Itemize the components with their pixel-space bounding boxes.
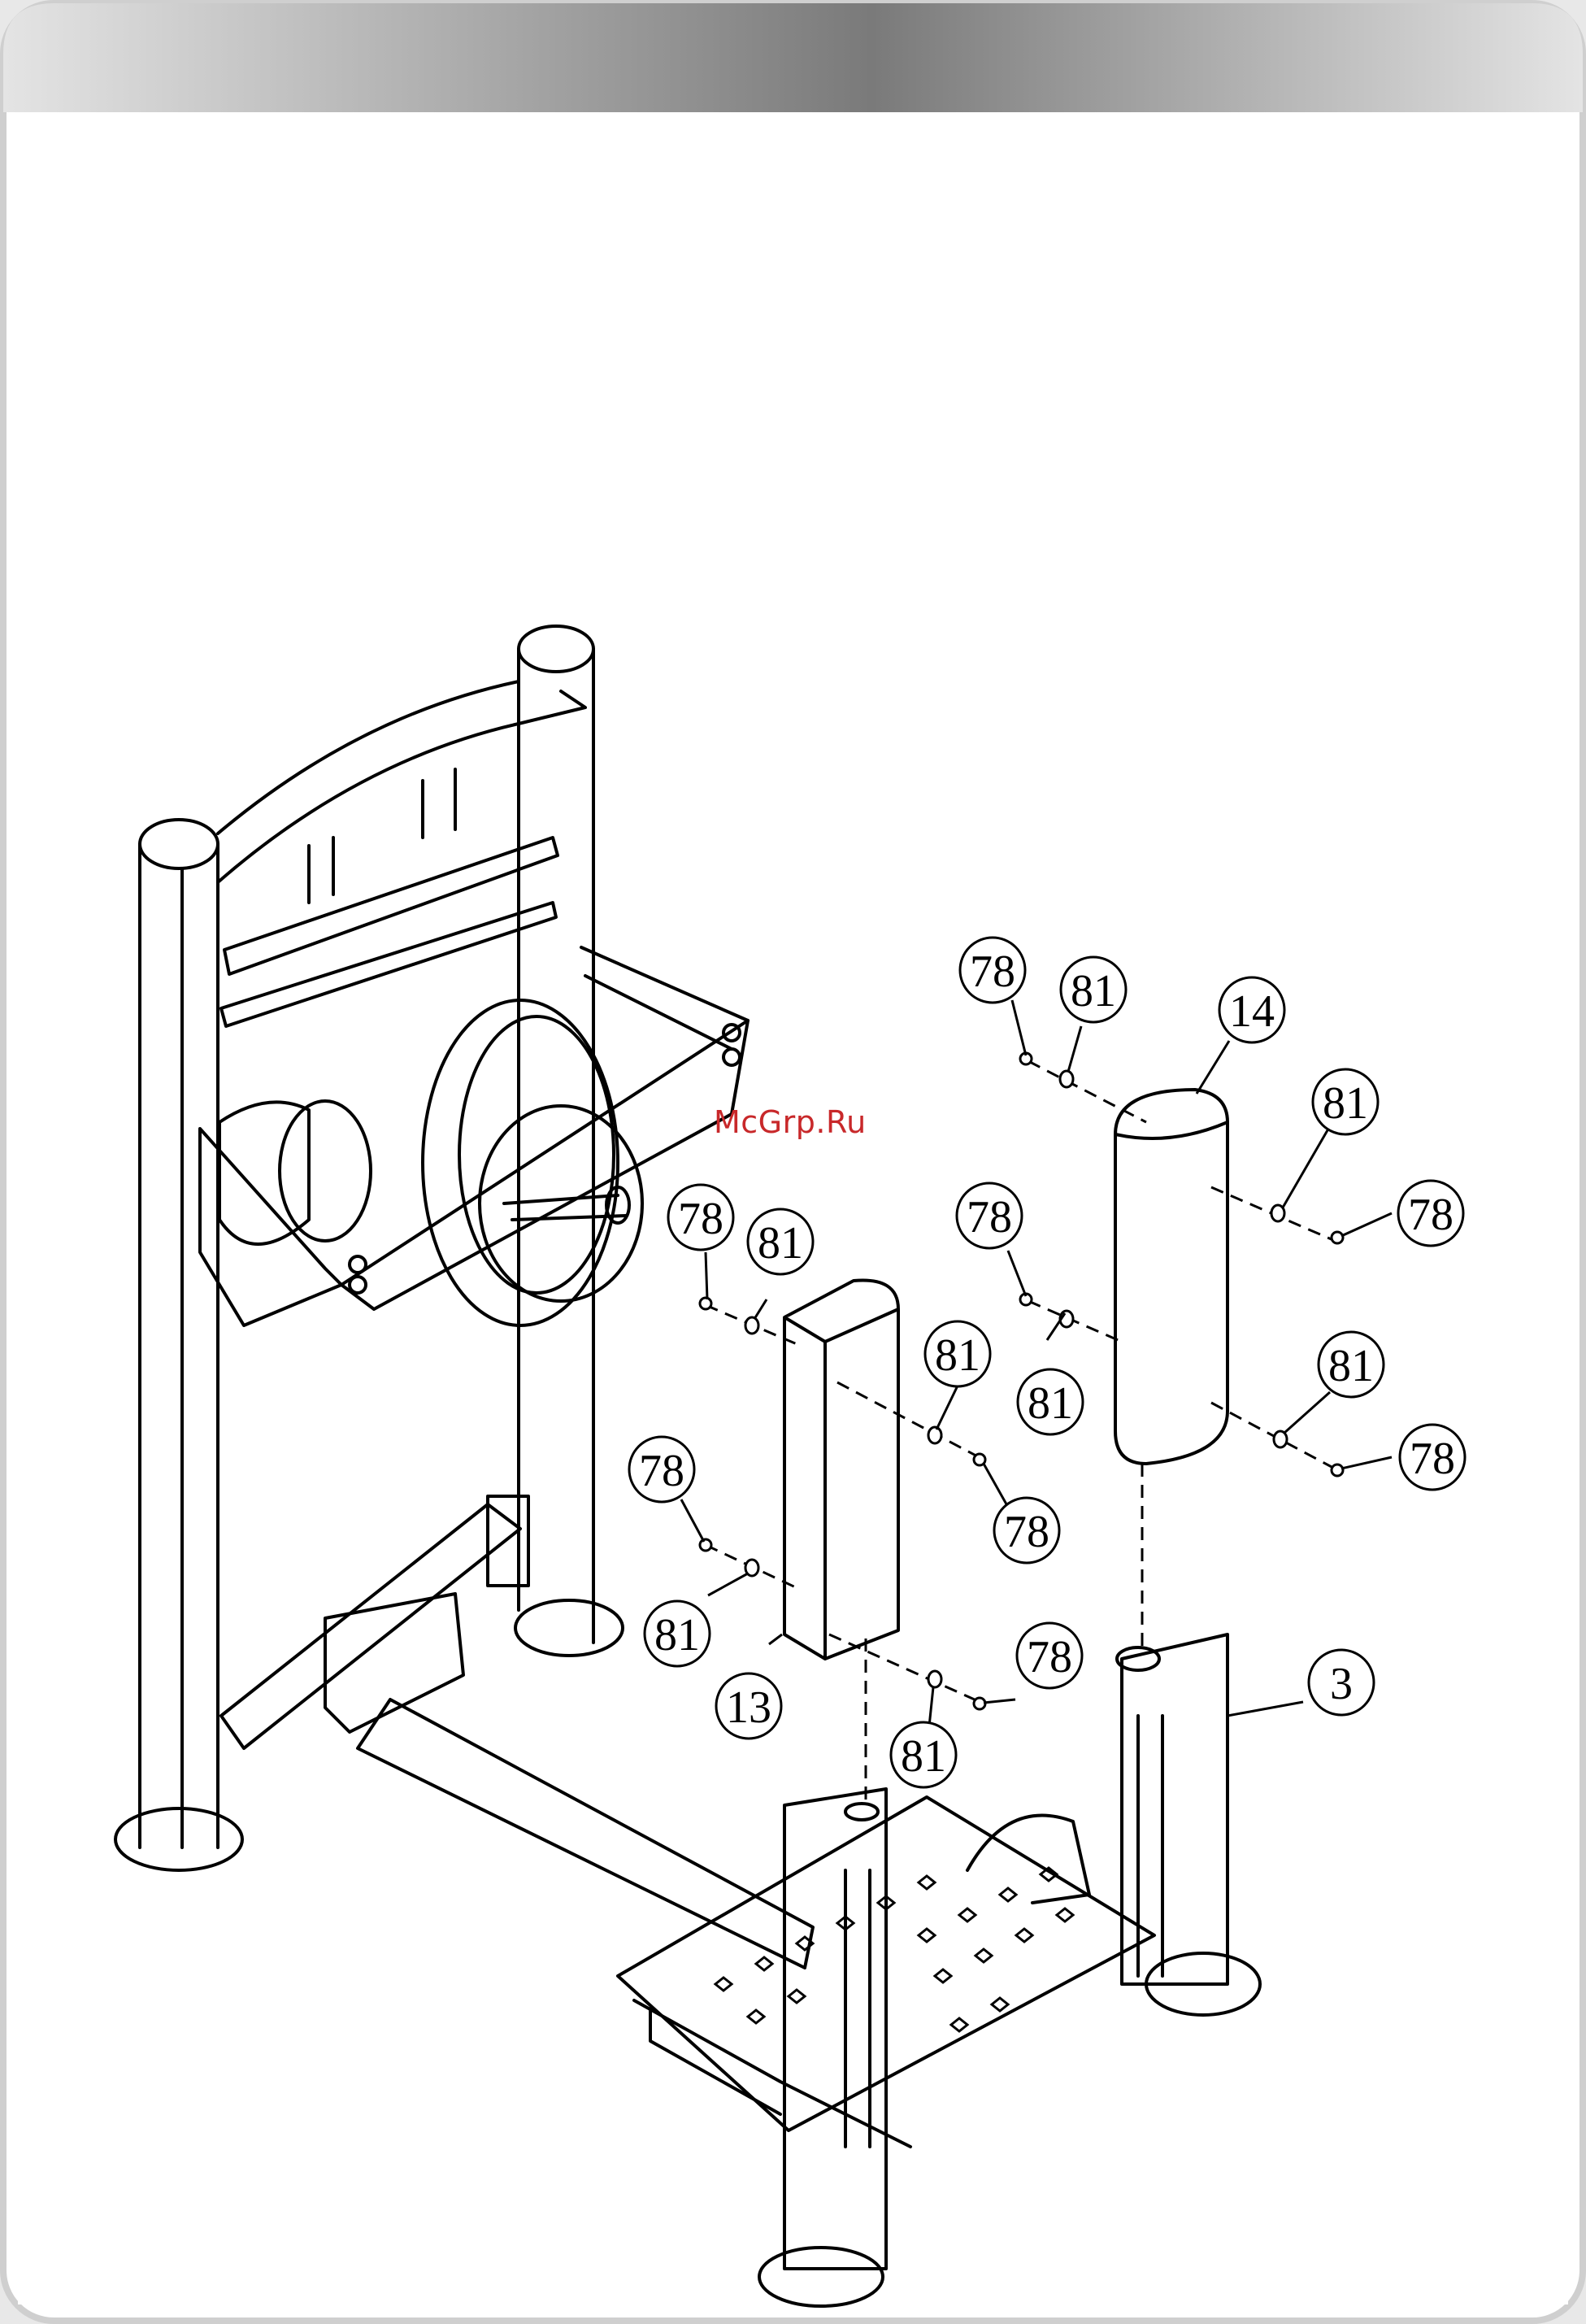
content-area bbox=[18, 112, 1568, 2304]
callout-label: 78 bbox=[1410, 1434, 1455, 1484]
callout-label: 78 bbox=[967, 1192, 1012, 1243]
callout-label: 78 bbox=[1027, 1632, 1072, 1682]
cover-pad-13 bbox=[784, 1280, 898, 1659]
callout-label: 3 bbox=[1330, 1659, 1353, 1709]
callout-label: 81 bbox=[935, 1330, 980, 1381]
callout-label: 81 bbox=[901, 1731, 946, 1782]
callout-label: 81 bbox=[1028, 1378, 1073, 1429]
callout-label: 81 bbox=[654, 1610, 700, 1660]
callout-label: 81 bbox=[1328, 1341, 1374, 1391]
callout-label: 81 bbox=[758, 1218, 803, 1269]
callout-label: 78 bbox=[1004, 1507, 1049, 1557]
callout-label: 78 bbox=[639, 1446, 684, 1496]
callout-label: 78 bbox=[1408, 1190, 1453, 1240]
callout-label: 78 bbox=[970, 947, 1015, 997]
watermark-text: McGrp.Ru bbox=[714, 1104, 867, 1140]
callout-label: 13 bbox=[726, 1682, 771, 1733]
callout-label: 81 bbox=[1071, 966, 1116, 1016]
callout-label: 81 bbox=[1323, 1078, 1368, 1129]
callout-label: 78 bbox=[678, 1194, 723, 1244]
callout-label: 14 bbox=[1229, 986, 1275, 1037]
cover-pad-14 bbox=[1115, 1090, 1228, 1464]
header-bar bbox=[3, 3, 1583, 112]
